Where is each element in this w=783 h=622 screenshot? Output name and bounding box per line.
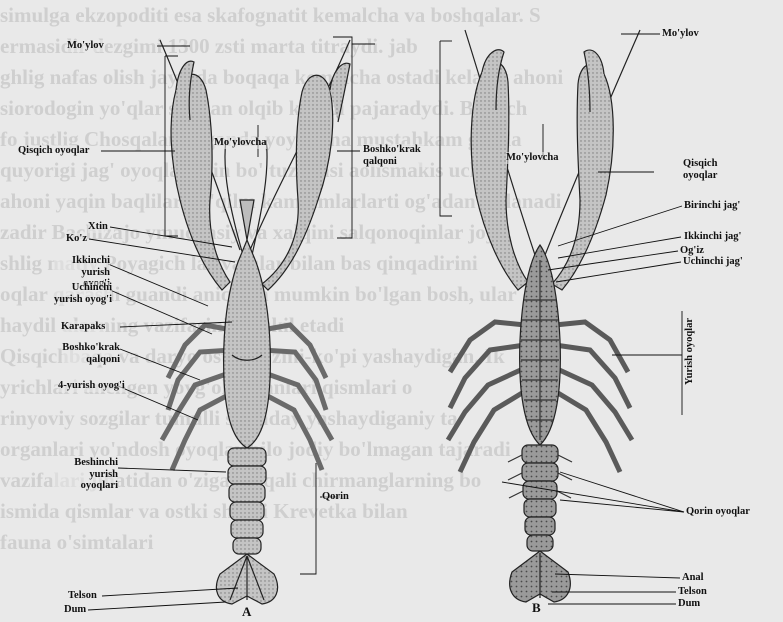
label-fourth-walking-leg: 4-yurish oyog'i — [58, 380, 125, 392]
label-mouth: Og'iz — [680, 245, 704, 257]
label-second-jaw: Ikkinchi jag' — [684, 231, 741, 243]
label-telson-right: Telson — [678, 586, 707, 598]
label-antenna-right: Mo'ylov — [662, 28, 699, 40]
panel-label-a: A — [242, 604, 251, 620]
crayfish-ventral-view — [448, 30, 640, 602]
label-antennule: Mo'ylovcha — [214, 137, 267, 149]
label-first-jaw: Birinchi jag' — [684, 200, 740, 212]
label-antenna: Mo'ylov — [67, 40, 104, 52]
label-third-walking-leg: Uchinchi yurish oyog'i — [50, 282, 112, 305]
panel-label-b: B — [532, 600, 541, 616]
label-tail-left: Dum — [64, 604, 86, 616]
label-carapace: Karapaks — [61, 321, 105, 333]
label-xtin: Xtin — [88, 221, 108, 233]
label-walking-legs-right: Yurish oyoqlar — [684, 318, 696, 385]
label-abdominal-legs: Qorin oyoqlar — [686, 506, 750, 518]
label-eye: Ko'z — [66, 233, 87, 245]
label-fifth-walking-legs: Beshinchi yurish oyoqlari — [52, 457, 118, 492]
label-anus: Anal — [682, 572, 704, 584]
label-antennule-right: Mo'ylovcha — [506, 152, 559, 164]
label-telson-left: Telson — [68, 590, 97, 602]
crayfish-dorsal-view — [160, 40, 350, 604]
label-tail-right: Dum — [678, 598, 700, 610]
label-claw-legs-right: Qisqich oyoqlar — [683, 158, 737, 181]
label-cephalothorax-shield: Boshko'krak qalqoni — [62, 342, 120, 365]
label-cephalothorax-shield-top: Boshko'krak qalqoni — [363, 144, 423, 167]
label-claw-legs: Qisqich oyoqlar — [18, 145, 89, 157]
label-third-jaw: Uchinchi jag' — [683, 256, 743, 268]
label-abdomen: Qorin — [322, 491, 349, 503]
